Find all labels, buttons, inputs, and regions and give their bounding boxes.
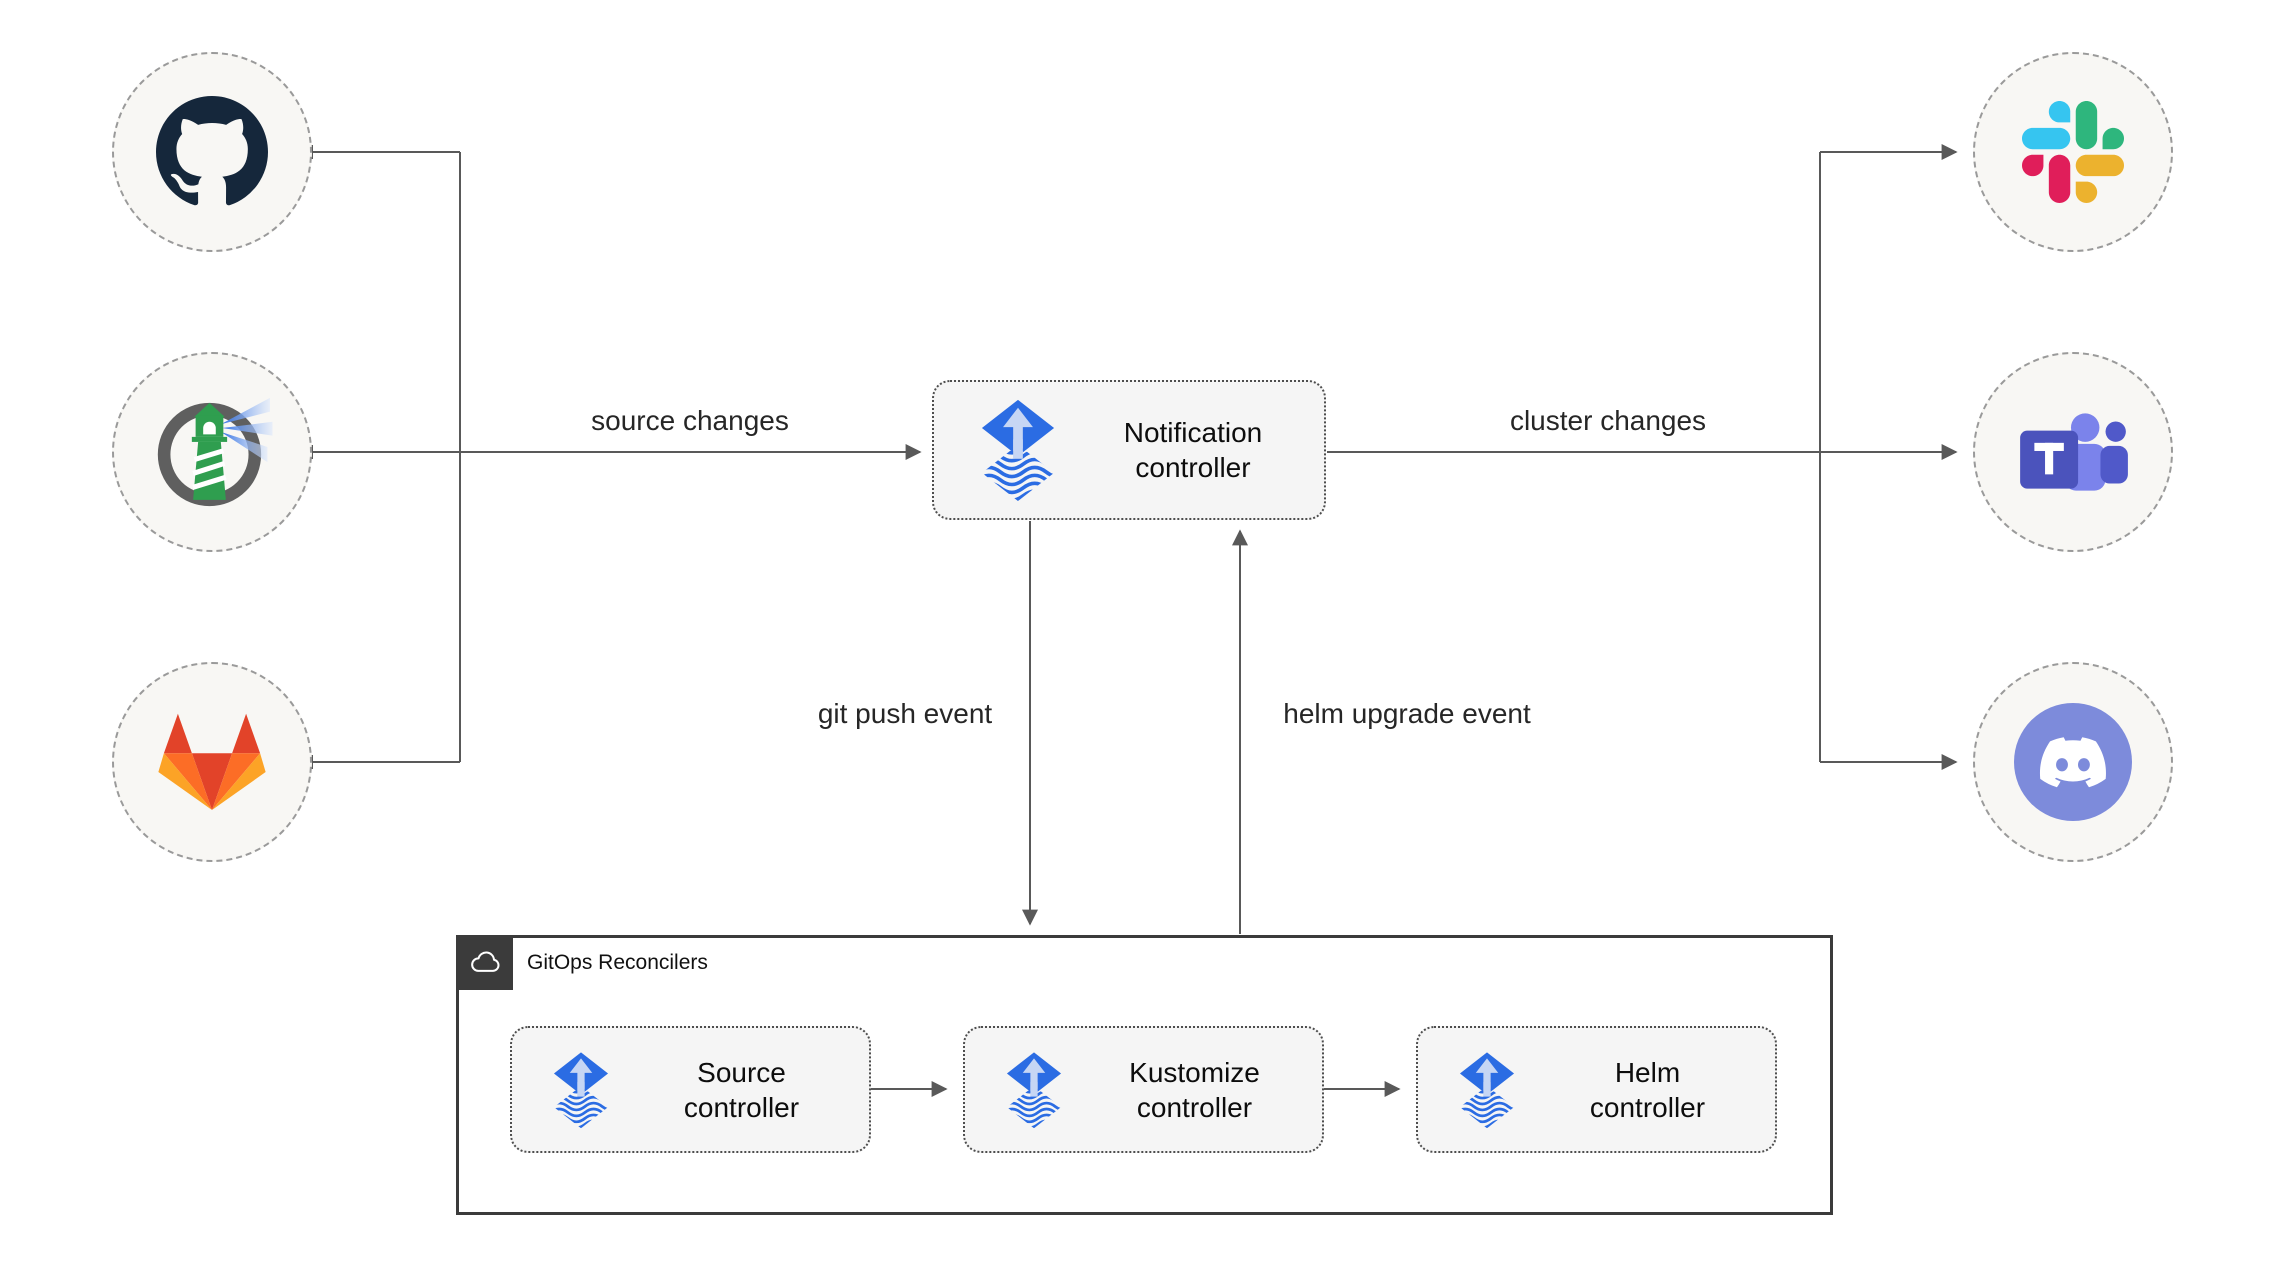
source-controller-node: Source controller [510, 1026, 871, 1153]
source-node-github [112, 52, 312, 252]
discord-icon [2014, 703, 2132, 821]
target-node-teams [1973, 352, 2173, 552]
target-node-discord [1973, 662, 2173, 862]
target-node-slack [1973, 52, 2173, 252]
github-icon [156, 96, 268, 208]
cloud-icon [467, 945, 503, 981]
flux-icon [974, 398, 1062, 502]
source-controller-label: Source controller [683, 1056, 800, 1123]
source-node-gitlab [112, 662, 312, 862]
source-node-harbor [112, 352, 312, 552]
edge-label-cluster-changes: cluster changes [1509, 405, 1707, 436]
notification-controller-node: Notification controller [932, 380, 1326, 520]
harbor-icon [149, 389, 275, 515]
edge-label-git-push-event: git push event [817, 698, 993, 729]
group-title: GitOps Reconcilers [527, 951, 708, 974]
helm-controller-label: Helm controller [1589, 1056, 1706, 1123]
flux-icon [1454, 1051, 1520, 1129]
flux-icon [1001, 1051, 1067, 1129]
notification-controller-label: Notification controller [1123, 417, 1263, 483]
slack-icon [2022, 101, 2124, 203]
group-tab [456, 935, 513, 990]
teams-icon [2012, 401, 2134, 503]
gitlab-icon [158, 709, 266, 815]
kustomize-controller-label: Kustomize controller [1129, 1056, 1260, 1123]
connector-sources-trunk [311, 145, 461, 769]
connector-targets-trunk [1819, 144, 1958, 770]
gitops-reconcilers-group: GitOps Reconcilers [456, 935, 1833, 1215]
edge-label-source-changes: source changes [591, 405, 789, 436]
edge-label-helm-upgrade-event: helm upgrade event [1283, 698, 1531, 729]
flux-icon [548, 1051, 614, 1129]
helm-controller-node: Helm controller [1416, 1026, 1777, 1153]
kustomize-controller-node: Kustomize controller [963, 1026, 1324, 1153]
